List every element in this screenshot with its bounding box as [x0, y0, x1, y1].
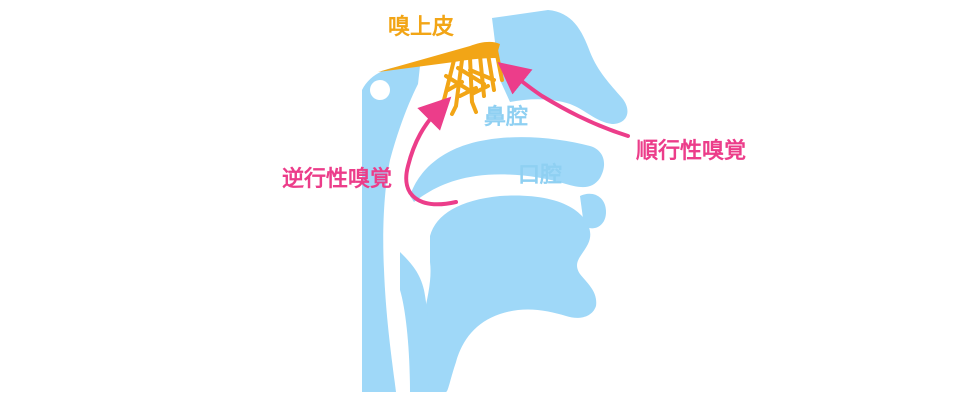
pharynx-wall [362, 66, 420, 392]
hard-palate [410, 137, 605, 202]
throat-channel [400, 252, 429, 392]
tongue-jaw [410, 195, 597, 392]
nasal-bone [492, 10, 628, 124]
nasal-cavity-label: 鼻腔 [484, 104, 528, 130]
retronasal-arrow [404, 96, 458, 207]
retronasal-label: 逆行性嗅覚 [282, 166, 392, 192]
chin [580, 193, 606, 229]
oral-cavity-label: 口腔 [518, 162, 562, 188]
pharynx-bump [370, 80, 390, 100]
orthonasal-label: 順行性嗅覚 [636, 138, 746, 164]
olfactory-epithelium-label: 嗅上皮 [388, 14, 454, 40]
olfactory-bulb [378, 41, 500, 72]
head-silhouette [362, 10, 628, 392]
orthonasal-arrow [497, 62, 630, 138]
